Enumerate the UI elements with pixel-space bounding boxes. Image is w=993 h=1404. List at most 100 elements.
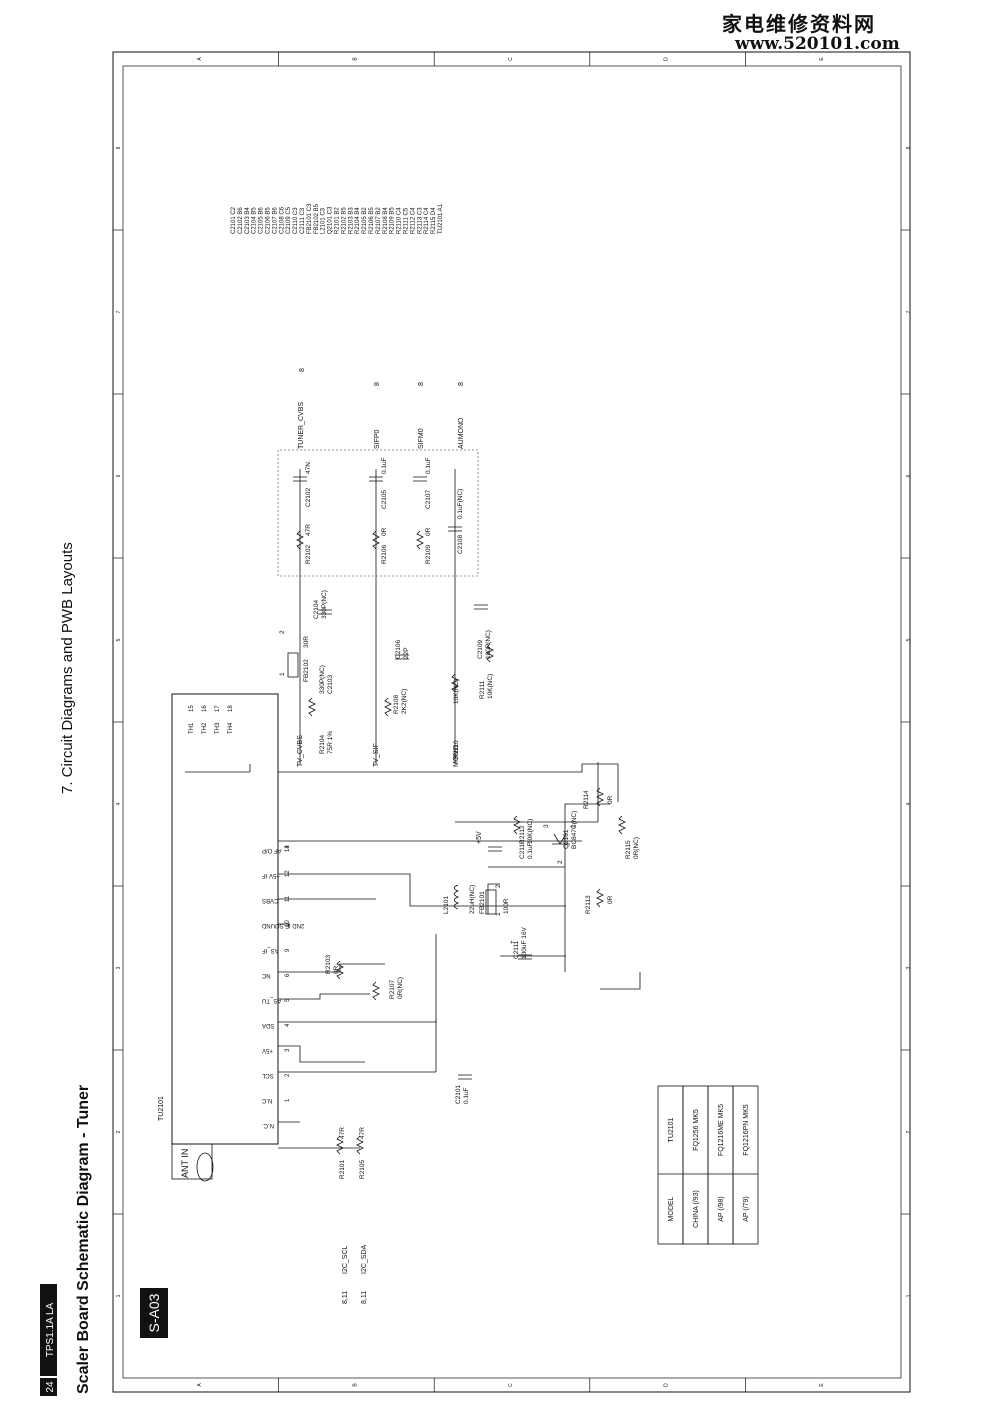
fb2102-p2: 2 — [279, 630, 286, 634]
net-i2c-scl: I2C_SCL — [342, 1245, 349, 1274]
tuner-pin-name: AF O/P — [262, 847, 282, 853]
c2110-val: 0.1uF — [527, 842, 534, 859]
tuner-th-number: 17 — [215, 705, 221, 712]
frame-row-label: 1 — [906, 1294, 912, 1297]
fb2102-ref: FB2102 — [303, 659, 310, 682]
frame-row-label: 1 — [116, 1294, 122, 1297]
model-code-box — [40, 1284, 57, 1376]
drawing-frame-outer — [112, 51, 911, 1393]
location-index-entry: L2101 C3 — [321, 207, 327, 234]
location-index-entry: R2103 B3 — [348, 207, 354, 234]
fb2101-ref: FB2101 — [479, 891, 486, 914]
diagram-title: Scaler Board Schematic Diagram - Tuner — [75, 1085, 92, 1394]
tuner-pin-name: SCL — [261, 1072, 273, 1078]
frame-row-label: 2 — [116, 1130, 122, 1133]
location-index-entry: Q2101 C3 — [328, 206, 334, 234]
c2109-ref: C2109 — [477, 639, 484, 659]
drawing-frame-inner — [122, 65, 902, 1379]
frame-row-label: 4 — [906, 802, 912, 805]
location-index-entry: FB2101 C3 — [307, 203, 313, 234]
location-index-entry: R2112 C4 — [410, 207, 416, 234]
r2107-ref: R2107 — [389, 979, 396, 999]
tuner-pin-name: NC — [261, 972, 270, 978]
r2102-val: 47R — [305, 524, 312, 536]
c2101-ref: C2101 — [455, 1084, 462, 1104]
r2108-ref: R2108 — [393, 694, 400, 714]
net-tv-sif: TV_SIF — [373, 743, 380, 767]
location-index-entry: R2101 B2 — [335, 207, 341, 234]
location-index-entry: R2110 C4 — [397, 207, 403, 234]
r2103-val: 0R — [333, 965, 340, 974]
r2112-ref: R2112 — [519, 825, 526, 844]
tuner-pin-number: 10 — [285, 920, 291, 927]
r2105-val: 47R — [359, 1127, 366, 1139]
tuner-box — [171, 693, 279, 1145]
c2108-ref: C2108 — [457, 534, 464, 554]
tuner-pin-number: 4 — [285, 1023, 291, 1027]
tuner-pin-name: 2ND IF SOUND — [261, 922, 304, 928]
location-index-entry: R2102 B5 — [341, 207, 347, 234]
location-index-entry: TU2101 A1 — [438, 203, 444, 234]
fb2102-val: 30R — [303, 636, 310, 648]
tuner-pin-number: 11 — [285, 895, 291, 902]
location-index-entry: FB2102 B5 — [314, 203, 320, 234]
tuner-pin-number: 6 — [285, 973, 291, 977]
fb2102-p1: 1 — [279, 672, 286, 676]
location-index-entry: R2104 B4 — [355, 207, 361, 234]
location-index-entry: R2106 B5 — [369, 207, 375, 234]
net-ref-sifm0: 8 — [418, 382, 425, 386]
frame-col-label: E — [819, 1383, 825, 1387]
net-tv-cvbs: TV_CVBS — [297, 735, 304, 767]
frame-row-label: 8 — [116, 146, 122, 149]
tuner-pin-name: AS_IF — [262, 947, 279, 953]
frame-row-label: 8 — [906, 146, 912, 149]
r2109-val: 0R — [425, 527, 432, 536]
watermark-site-name: 家电维修资料网 — [722, 12, 876, 36]
c2105-val: 0.1uF — [381, 457, 388, 474]
r2105-ref: R2105 — [359, 1159, 366, 1179]
location-index-entry: C2111 C3 — [300, 207, 306, 234]
frame-col-label: C — [508, 1383, 514, 1387]
sheet-id-box — [140, 1288, 168, 1338]
model-table-cell: CHINA (/93) — [693, 1190, 700, 1228]
r2115-ref: R2115 — [625, 840, 632, 859]
watermark-url: www.520101.com — [735, 34, 900, 54]
net-sifp0: SIFP0 — [374, 429, 381, 449]
c2107-val: 0.1uF — [425, 457, 432, 474]
model-table-row — [732, 1085, 759, 1245]
frame-col-label: A — [197, 57, 203, 61]
l2101-ref: L2101 — [443, 896, 450, 914]
c2106-ref: C2106 — [395, 639, 402, 659]
model-table-cell: TU2101 — [668, 1117, 675, 1142]
tuner-pin14-num: 14 — [285, 845, 291, 852]
model-code: TPS1.1A LA — [45, 1302, 56, 1357]
net-labels: TUNER_CVBS SIFP0 SIFM0 AUMONO 8 8 8 8 TV… — [297, 368, 483, 1304]
fb2101-val: 100R — [503, 898, 510, 914]
r2101-ref: R2101 — [339, 1159, 346, 1179]
tuner-pin-name: CVBS — [262, 897, 278, 903]
c2108-val: 0.1uF(NC) — [457, 489, 464, 519]
frame-col-label: D — [664, 57, 670, 61]
c2110-ref: C2110 — [519, 840, 526, 859]
c2104-ref: C2104 — [313, 599, 320, 619]
r2115-val: 0R(NC) — [633, 837, 640, 859]
tuner-pin-number: 2 — [285, 1073, 291, 1077]
r2104-ref: R2104 — [319, 734, 326, 754]
r2110-val: 10K(NC) — [453, 679, 460, 704]
q2101-pin2: 2 — [557, 860, 564, 864]
tuner-pin-number: 5 — [285, 998, 291, 1002]
r2114-val: 0R — [607, 795, 614, 804]
net-ref-scl: 8,11 — [342, 1291, 349, 1304]
r2112-val: 10K(NC) — [527, 819, 534, 844]
page-number: 24 — [45, 1381, 56, 1393]
net-plus5v: +5V — [476, 831, 483, 844]
net-mono: MONO — [453, 745, 460, 767]
c2109-val: 100P(NC) — [485, 630, 492, 659]
net-ref-sda: 8,11 — [361, 1291, 368, 1304]
location-index-entry: R2111 C5 — [404, 207, 410, 234]
net-sifm0: SIFM0 — [418, 428, 425, 449]
frame-row-label: 7 — [116, 310, 122, 313]
